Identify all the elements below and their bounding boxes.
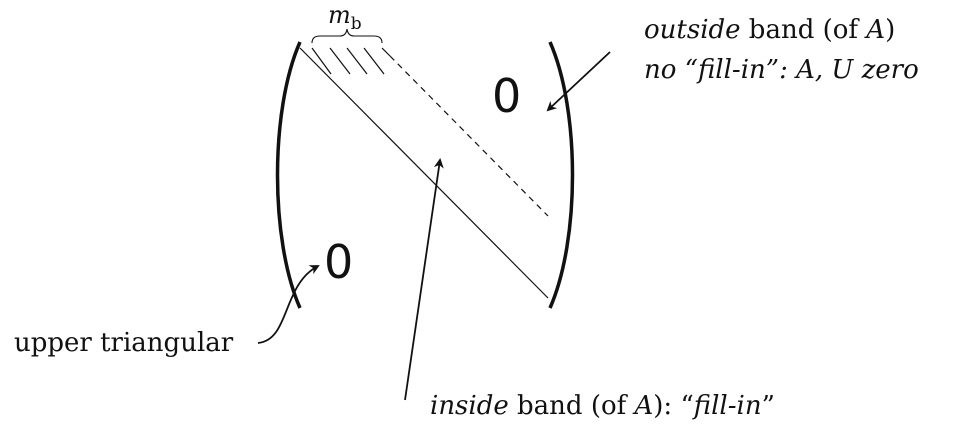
outside-band-label-line2: no “fill-in”: A, U zero bbox=[644, 55, 919, 85]
inside-band-label: inside band (of A): “fill-in” bbox=[430, 391, 775, 421]
band-hatch bbox=[311, 47, 332, 75]
band-hatch bbox=[363, 47, 385, 75]
outside-band-arrow bbox=[546, 51, 611, 112]
band-width-brace bbox=[311, 28, 383, 44]
band-width-label: mb bbox=[328, 1, 362, 34]
outside-band-label-line1: outside band (of A) bbox=[644, 15, 895, 45]
right-parenthesis bbox=[548, 41, 575, 309]
band-hatch bbox=[346, 47, 368, 75]
inside-band-arrow bbox=[404, 158, 444, 401]
zero-lower-region: 0 bbox=[324, 235, 353, 289]
upper-triangular-arrow bbox=[257, 265, 320, 344]
main-diagonal bbox=[299, 47, 549, 299]
upper-triangular-label: upper triangular bbox=[14, 328, 234, 358]
band-hatch bbox=[329, 47, 351, 75]
band-edge-solid bbox=[381, 47, 391, 57]
band-edge-dashed bbox=[389, 55, 549, 217]
zero-upper-region: 0 bbox=[492, 69, 521, 123]
left-parenthesis bbox=[275, 41, 302, 309]
